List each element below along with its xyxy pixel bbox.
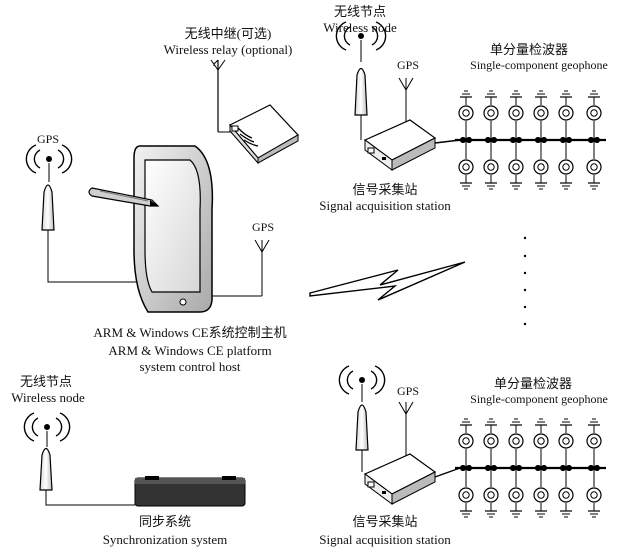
top-wireless-node bbox=[335, 21, 387, 140]
gps-antenna-host-left bbox=[25, 144, 142, 283]
geophone bbox=[483, 465, 499, 518]
gps-label-host-right: GPS bbox=[251, 220, 274, 234]
geophone bbox=[508, 90, 524, 143]
gps-antenna-top-station bbox=[398, 77, 414, 125]
geophone bbox=[533, 465, 549, 518]
geophone bbox=[586, 137, 602, 190]
geophone bbox=[458, 137, 474, 190]
geophone bbox=[558, 137, 574, 190]
top-node-label-cn: 无线节点 bbox=[333, 4, 386, 19]
array-continuation-dots bbox=[523, 236, 527, 326]
synchronization-system-device bbox=[134, 476, 246, 507]
host-label-en-line1: ARM & Windows CE platform bbox=[108, 343, 272, 358]
geophone-top-label-cn: 单分量检波器 bbox=[489, 42, 568, 57]
geophone bbox=[533, 137, 549, 190]
bottom-right-wireless-node bbox=[338, 365, 386, 472]
host-label-en-line2: system control host bbox=[139, 359, 241, 374]
sync-label-cn: 同步系统 bbox=[138, 514, 191, 529]
station-bottom-label-cn: 信号采集站 bbox=[352, 514, 418, 529]
gps-label-host-left: GPS bbox=[36, 132, 59, 146]
geophone-bottom-label-cn: 单分量检波器 bbox=[493, 376, 572, 391]
geophone bbox=[586, 90, 602, 143]
station-bottom-label-en: Signal acquisition station bbox=[319, 532, 451, 547]
stylus-pen bbox=[88, 187, 160, 207]
left-node-label-cn: 无线节点 bbox=[19, 374, 72, 389]
wireless-relay-device bbox=[210, 59, 299, 165]
bottom-acquisition-station bbox=[363, 453, 461, 505]
gps-label-top-station: GPS bbox=[396, 58, 419, 72]
tablet-control-host bbox=[133, 145, 214, 313]
geophone bbox=[586, 465, 602, 518]
geophone bbox=[558, 418, 574, 471]
relay-label-cn: 无线中继(可选) bbox=[184, 26, 272, 41]
top-acquisition-station bbox=[363, 119, 461, 171]
geophone bbox=[458, 418, 474, 471]
geophone bbox=[508, 418, 524, 471]
geophone bbox=[458, 90, 474, 143]
top-geophone-array bbox=[455, 90, 606, 190]
gps-antenna-bottom-station bbox=[398, 401, 414, 456]
bottom-geophone-array bbox=[455, 418, 606, 518]
bottom-left-wireless-node bbox=[23, 412, 135, 506]
geophone bbox=[483, 137, 499, 190]
gps-label-bottom-station: GPS bbox=[396, 384, 419, 398]
geophone-top-label-en: Single-component geophone bbox=[470, 58, 608, 72]
gps-antenna-host-right bbox=[212, 239, 270, 297]
geophone-bottom-label-en: Single-component geophone bbox=[470, 392, 608, 406]
sync-label-en: Synchronization system bbox=[102, 532, 228, 547]
relay-label-en: Wireless relay (optional) bbox=[163, 42, 293, 57]
geophone bbox=[483, 418, 499, 471]
left-node-label-en: Wireless node bbox=[11, 390, 85, 405]
geophone bbox=[508, 465, 524, 518]
geophone bbox=[508, 137, 524, 190]
geophone bbox=[558, 90, 574, 143]
station-top-label-cn: 信号采集站 bbox=[352, 182, 418, 197]
geophone bbox=[458, 465, 474, 518]
top-node-label-en: Wireless node bbox=[323, 20, 397, 35]
geophone bbox=[533, 418, 549, 471]
geophone bbox=[558, 465, 574, 518]
wireless-link-bolt bbox=[309, 261, 466, 301]
geophone bbox=[586, 418, 602, 471]
geophone bbox=[533, 90, 549, 143]
host-label-cn: ARM & Windows CE系统控制主机 bbox=[93, 325, 287, 340]
station-top-label-en: Signal acquisition station bbox=[319, 198, 451, 213]
geophone bbox=[483, 90, 499, 143]
